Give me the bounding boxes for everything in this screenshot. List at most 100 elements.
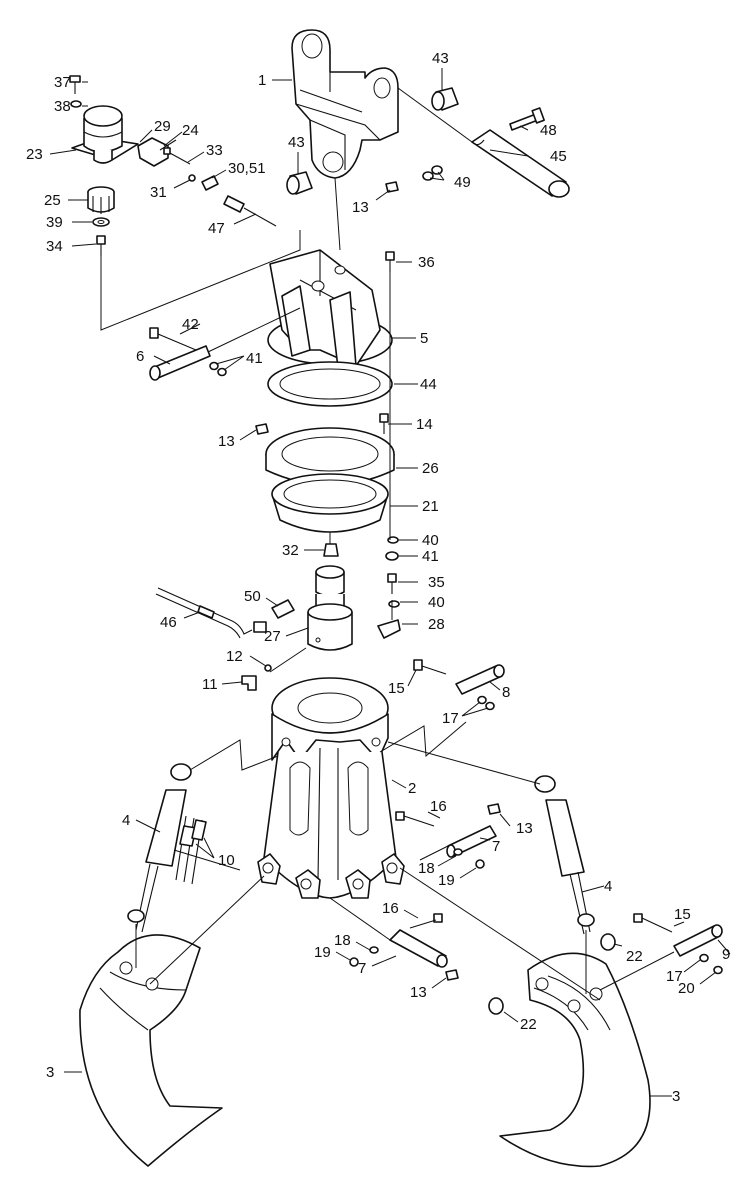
part-32-grease-nipple [323,543,339,557]
label-44: 44 [420,376,437,393]
label-26: 26 [422,460,439,477]
part-28-lock-plate [377,619,401,639]
label-19-lower: 19 [314,944,331,961]
part-13-fitting-right [487,803,501,815]
part-1-top-bracket [291,29,399,179]
part-7-pin-lower [389,929,448,968]
part-16-bolt-mid [395,811,435,827]
part-44-gasket [267,361,393,407]
label-28: 28 [428,616,445,633]
label-9: 9 [722,946,730,963]
label-7-lower: 7 [358,960,366,977]
part-19-nut-mid [475,859,485,869]
label-29: 29 [154,118,171,135]
part-3-tine-right [499,952,651,1168]
label-41-lower: 41 [422,548,439,565]
label-45: 45 [550,148,567,165]
label-32: 32 [282,542,299,559]
part-15-bolt-lower [633,913,673,933]
label-25: 25 [44,192,61,209]
part-11-elbow-fitting [241,675,257,691]
label-21: 21 [422,498,439,515]
label-38: 38 [54,98,71,115]
label-19-mid: 19 [438,872,455,889]
part-13-fitting-mid [255,423,269,435]
label-17-lower: 17 [666,968,683,985]
label-31: 31 [150,184,167,201]
part-27-swivel [307,565,353,651]
label-1: 1 [258,72,266,89]
part-20-nut [713,965,723,975]
label-46: 46 [160,614,177,631]
label-48: 48 [540,122,557,139]
part-30-51-adapter [201,175,219,191]
part-19-nut-lower [349,957,359,967]
label-18-mid: 18 [418,860,435,877]
part-9-pin [673,924,723,957]
label-14: 14 [416,416,433,433]
label-4-left: 4 [122,812,130,829]
part-number-labels: 1 2 3 3 4 4 5 6 7 7 8 9 10 11 12 13 13 1… [26,50,730,1105]
label-22-lower: 22 [520,1016,537,1033]
part-50-fitting [271,599,295,619]
part-40-washer-lower [388,600,400,608]
part-14-bolt [379,413,389,434]
label-15-lower: 15 [674,906,691,923]
label-3-left: 3 [46,1064,54,1081]
part-22-bushing-upper [600,933,616,951]
part-4-cylinder-left [127,763,192,933]
part-8-pin [455,664,505,695]
part-6-pin [149,345,211,381]
label-35: 35 [428,574,445,591]
label-24: 24 [182,122,199,139]
label-20: 20 [678,980,695,997]
label-13-lower: 13 [410,984,427,1001]
part-16-bolt-lower [409,913,443,929]
part-23-rotation-sensor [71,105,139,164]
label-47: 47 [208,220,225,237]
part-42-bolt [149,327,197,351]
part-43-bushing-left [286,171,313,195]
label-33: 33 [206,142,223,159]
part-37-screw [69,75,81,94]
part-43-bushing-top [431,87,459,111]
part-24-screw [159,139,177,151]
label-13-top: 13 [352,199,369,216]
part-13-grease-fitting-top [385,181,399,193]
label-42: 42 [182,316,199,333]
label-13-mid: 13 [218,433,235,450]
part-17-nut-lower [699,953,709,963]
label-6: 6 [136,348,144,365]
part-47-cable [223,195,277,227]
label-49: 49 [454,174,471,191]
label-36: 36 [418,254,435,271]
label-22-upper: 22 [626,948,643,965]
assembly-lines [100,87,675,1001]
part-25-nut [87,186,115,214]
part-5-rotator-housing [267,249,393,369]
label-10: 10 [218,852,235,869]
part-41-nut-lower [385,551,399,561]
part-45-long-pin [471,129,570,198]
part-13-fitting-lower [445,969,459,981]
label-50: 50 [244,588,261,605]
label-5: 5 [420,330,428,347]
label-16-mid: 16 [430,798,447,815]
label-7-mid: 7 [492,838,500,855]
leader-lines [49,68,731,1097]
part-2-main-frame [257,677,405,899]
part-15-bolt-upper [413,659,447,675]
part-21-ring [271,473,389,533]
label-11: 11 [202,676,218,693]
part-38-washer [70,100,82,108]
part-12-oring [264,664,272,672]
label-39: 39 [46,214,63,231]
part-4-cylinder-right [534,775,595,935]
label-8: 8 [502,684,510,701]
part-41-nuts-upper [209,361,227,377]
part-39-washer [92,217,110,227]
label-23: 23 [26,146,43,163]
label-27: 27 [264,628,281,645]
label-12: 12 [226,648,243,665]
